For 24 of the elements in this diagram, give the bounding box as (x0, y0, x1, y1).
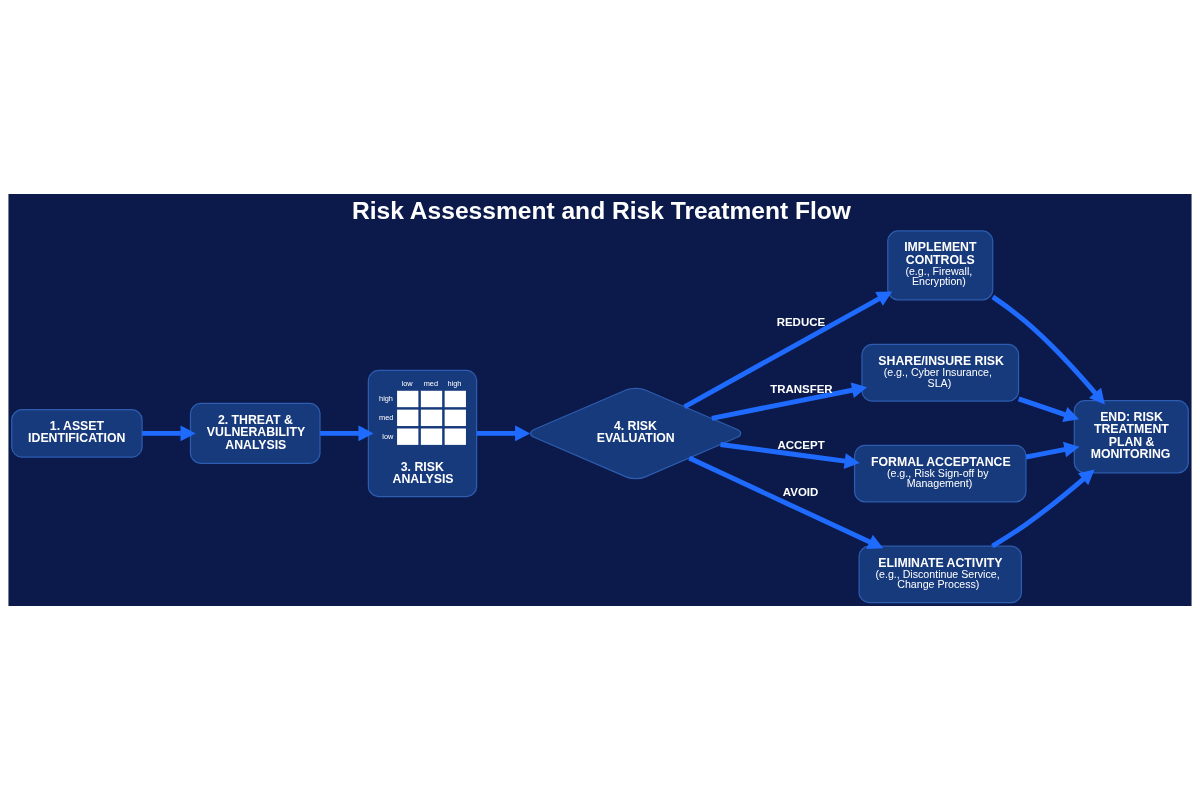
node-box: 1. ASSET IDENTIFICATION (11, 409, 143, 458)
arrow (688, 455, 884, 550)
arrow (1017, 396, 1080, 423)
node-box: END: RISK TREATMENT PLAN & MONITORING (1073, 400, 1189, 474)
arrow (476, 425, 531, 442)
arrow (683, 291, 893, 409)
diagram-title: Risk Assessment and Risk Treatment Flow (351, 197, 851, 225)
arrow (711, 382, 868, 421)
node-box: ELIMINATE ACTIVITY (e.g., Discontinue Service, Change Process) (858, 545, 1023, 604)
arrow (142, 425, 196, 442)
edge-label: ACCEPT (777, 439, 825, 452)
arrow (1025, 441, 1080, 460)
arrow (720, 442, 860, 469)
arrow (991, 294, 1105, 405)
node-box: FORMAL ACCEPTANCE (e.g., Risk Sign-off by Management) (853, 444, 1027, 503)
edge-label: TRANSFER (770, 382, 833, 395)
edge-label: AVOID (782, 485, 819, 498)
arrow (991, 469, 1095, 549)
node-box: 2. THREAT & VULNERABILITY ANALYSIS (189, 402, 321, 464)
arrow (320, 425, 374, 442)
node-box: SHARE/INSURE RISK (e.g., Cyber Insurance, SLA) (861, 343, 1020, 402)
node-box: low med high high med low 3. RISK ANALYSIS (367, 369, 478, 498)
node-box: IMPLEMENT CONTROLS (e.g., Firewall, Encryption) (887, 230, 994, 301)
edge-label: REDUCE (776, 316, 826, 329)
